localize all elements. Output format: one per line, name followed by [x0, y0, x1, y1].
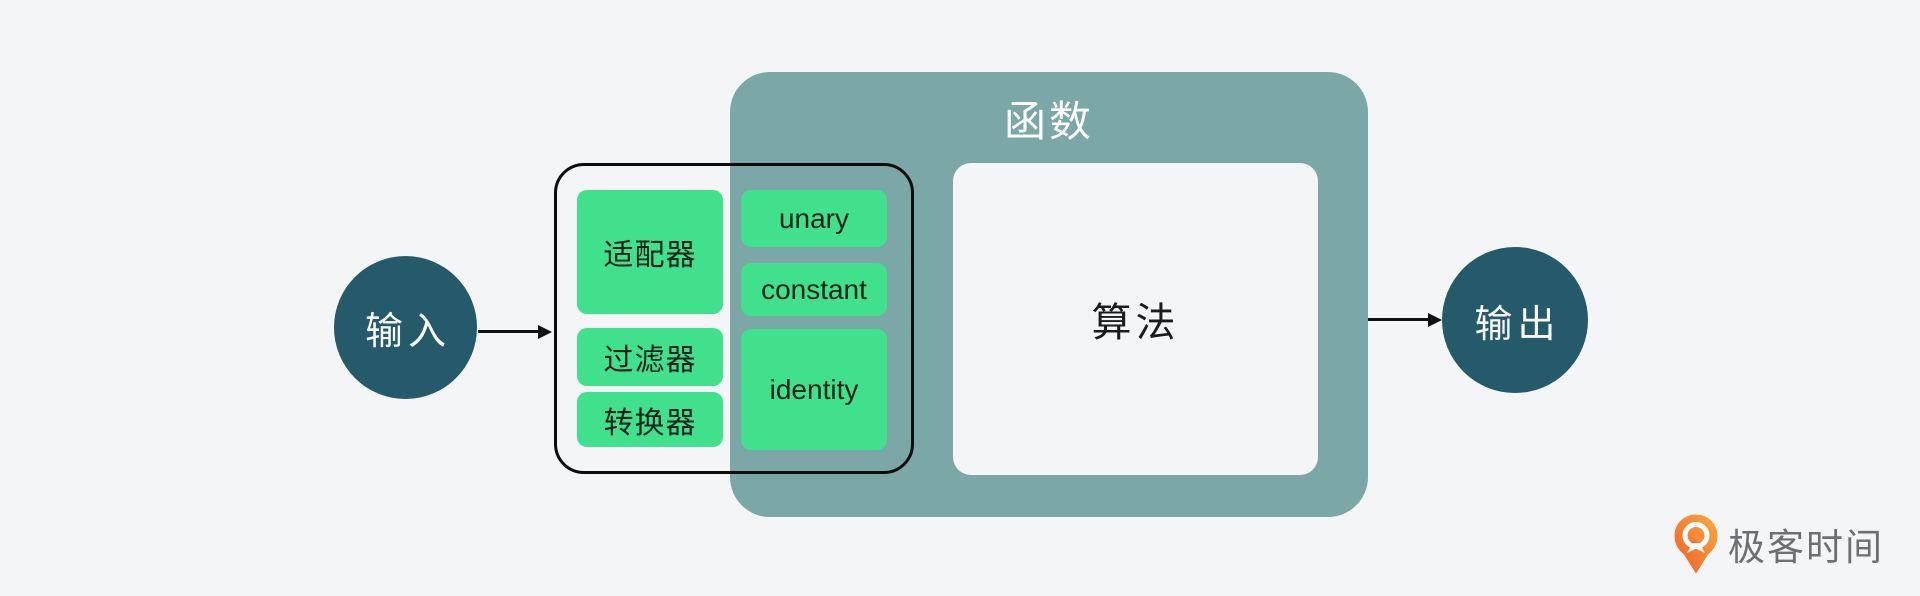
geektime-logo-text: 极客时间	[1728, 527, 1884, 568]
helper-box-identity-label: identity	[769, 373, 859, 405]
helper-box-constant-label: constant	[761, 273, 867, 305]
helper-box-filter: 过滤器	[577, 328, 723, 386]
geektime-logo: 极客时间	[1674, 514, 1884, 574]
geektime-pin-icon	[1674, 514, 1718, 574]
helper-box-constant: constant	[741, 263, 887, 316]
helper-box-filter-label: 过滤器	[603, 344, 697, 377]
helper-group-outline	[554, 163, 914, 474]
output-node: 输出	[1442, 247, 1588, 393]
output-node-label: 输出	[1474, 303, 1561, 346]
input-node: 输入	[334, 256, 477, 399]
helper-box-adapter-label: 适配器	[603, 239, 697, 272]
helper-box-identity: identity	[741, 329, 887, 450]
helper-box-adapter: 适配器	[577, 190, 723, 314]
algorithm-box: 算法	[953, 163, 1318, 475]
helper-box-converter: 转换器	[577, 392, 723, 447]
function-panel-title: 函数	[1003, 98, 1094, 145]
helper-box-converter-label: 转换器	[603, 406, 697, 440]
algorithm-label: 算法	[1091, 301, 1180, 345]
arrow-function-to-output-icon	[1368, 312, 1442, 327]
helper-box-unary: unary	[741, 190, 887, 247]
input-node-label: 输入	[364, 311, 451, 353]
arrow-input-to-helpers-icon	[478, 324, 552, 339]
helper-box-unary-label: unary	[778, 202, 850, 234]
